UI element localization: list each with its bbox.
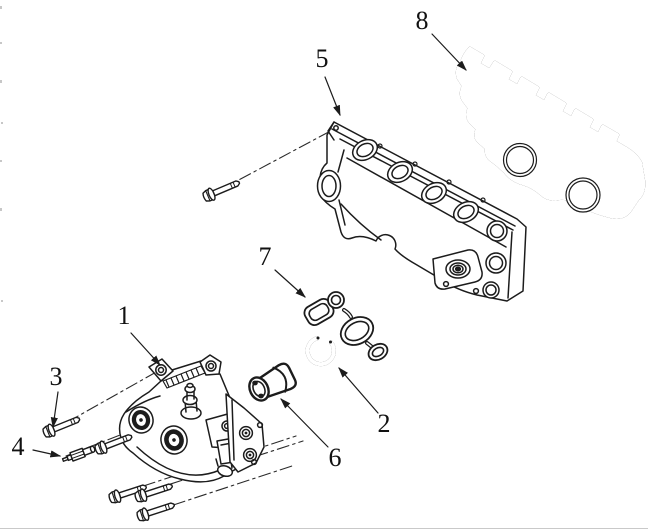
mounting-flange (225, 393, 265, 473)
callout-1: 1 (117, 301, 131, 330)
housing-bolt (134, 498, 177, 524)
callout-7: 7 (258, 242, 272, 271)
housing-bolt (132, 479, 175, 505)
seal-bosses (128, 406, 188, 455)
callout-5: 5 (315, 44, 329, 73)
part-7-port-gasket (303, 291, 389, 362)
callout-8: 8 (415, 6, 429, 35)
manifold-bolt (200, 175, 243, 205)
serrated-ridge (162, 365, 206, 389)
callout-2: 2 (377, 409, 391, 438)
part-1-housing (118, 354, 265, 483)
callout-4: 4 (11, 432, 25, 461)
part-2-retaining-ring (305, 336, 336, 367)
part-6-plug-cartridge (248, 362, 297, 402)
callout-3: 3 (49, 362, 63, 391)
manifold-ports (351, 138, 480, 224)
scan-artifacts (0, 6, 3, 302)
fasteners (40, 175, 243, 524)
coolant-outlet-flange (316, 149, 346, 226)
part-5-manifold-cover (316, 121, 527, 302)
part-4-drain-fitting (61, 445, 96, 462)
sensor-boss (432, 249, 483, 295)
stud-fitting (180, 382, 202, 420)
callout-6: 6 (328, 443, 342, 472)
end-face-ports (482, 220, 508, 299)
part-3-hex-bolt (40, 412, 83, 440)
leader-lines (32, 33, 467, 458)
part-8-cover-gasket (458, 46, 643, 217)
